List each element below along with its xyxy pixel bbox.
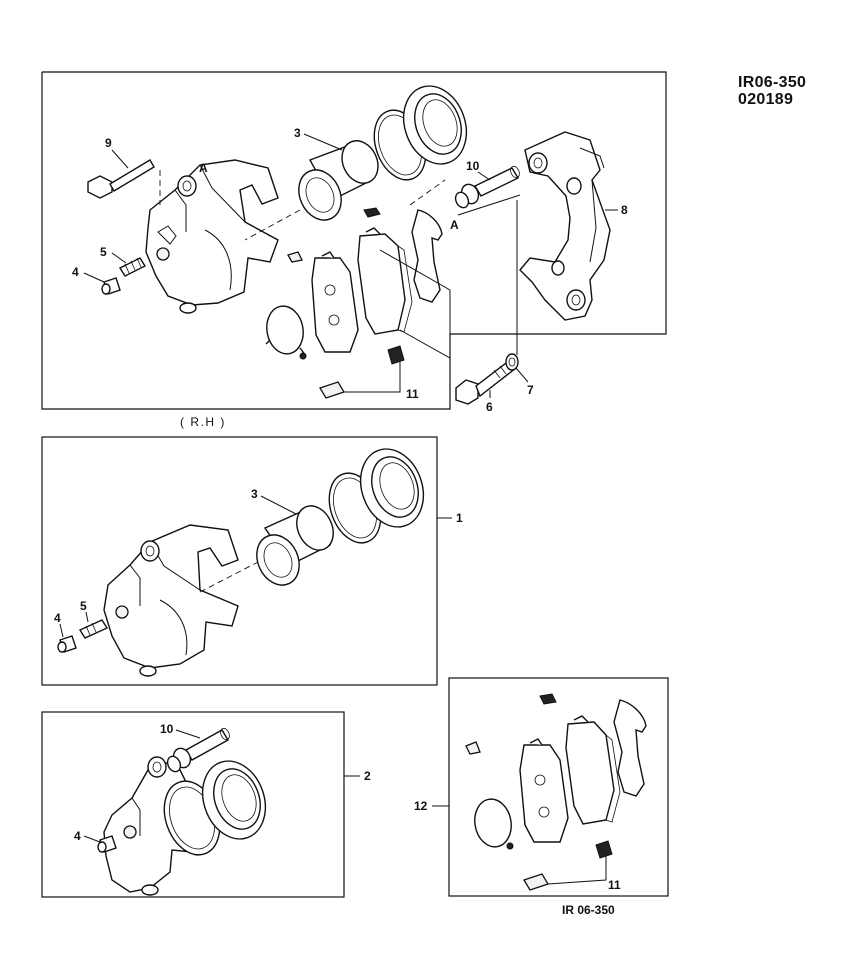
- panel-frame-bottom-right: [448, 677, 669, 897]
- panel-frame-middle: [41, 436, 438, 686]
- callout-5-middle: 5: [80, 599, 87, 613]
- callout-12: 12: [414, 799, 428, 813]
- brake-pad-inner-kit: [565, 715, 621, 825]
- washer-7: [505, 353, 519, 371]
- callout-3-middle: 3: [251, 487, 258, 501]
- bleeder-screw-5: [118, 257, 147, 277]
- anti-squeal-shim-kit: [613, 699, 647, 797]
- pad-spring-11b: [319, 381, 345, 399]
- piston-3-top: [244, 140, 379, 241]
- callout-7: 7: [527, 383, 534, 397]
- callout-8: 8: [621, 203, 628, 217]
- guide-pin-10-top: [454, 165, 520, 209]
- callout-4-middle: 4: [54, 611, 61, 625]
- wear-indicator-plate-kit: [474, 798, 514, 850]
- callout-4: 4: [72, 265, 79, 279]
- mark-a-caliper: A: [199, 161, 208, 175]
- brake-pad-outer-kit: [519, 738, 569, 843]
- panel-caliper-assembly-1: 1 3: [41, 436, 463, 686]
- caliper-body-middle: [103, 524, 239, 677]
- panel-frame-bottom-left: [41, 711, 345, 898]
- caption-rh: ( R.H ): [180, 415, 226, 429]
- pad-spring-11a: [387, 345, 405, 365]
- callout-11-bottom: 11: [608, 878, 621, 892]
- brake-pad-outer-top: [311, 251, 359, 353]
- anti-squeal-shim-top: [411, 209, 443, 303]
- wear-indicator-plate-top: [265, 305, 307, 360]
- reference-code: IR06-350: [738, 74, 807, 91]
- callout-11-top: 11: [406, 387, 419, 401]
- bleeder-cap-4-bottom: [97, 835, 117, 853]
- panel-rh-caliper-assembly: 9 5 4 A 3: [41, 71, 667, 429]
- pad-clip-lower: [287, 251, 303, 263]
- pad-clip-kit-lower: [465, 741, 481, 755]
- callout-10-bottom: 10: [160, 722, 174, 736]
- reference-date-code: 020189: [738, 91, 794, 108]
- dust-boot-top: [402, 85, 468, 165]
- guide-pin-10-bottom: [166, 727, 230, 773]
- bleeder-cap-4: [101, 277, 121, 295]
- caliper-support-bracket-8: [519, 131, 611, 321]
- pad-clip-kit-upper: [539, 693, 557, 705]
- mounting-bolt-6: [455, 359, 517, 405]
- callout-2: 2: [364, 769, 371, 783]
- callout-9: 9: [105, 136, 112, 150]
- brake-pad-inner-top: [357, 227, 413, 335]
- footer-code: IR 06-350: [562, 903, 615, 917]
- caliper-body-top: [145, 159, 279, 314]
- piston-3-middle: [256, 505, 334, 586]
- callout-3-top: 3: [294, 126, 301, 140]
- bleeder-screw-5-middle: [78, 619, 109, 639]
- pad-clip-upper: [363, 207, 381, 218]
- panel-caliper-assembly-2: 2 10 4: [41, 711, 371, 898]
- callout-10-top: 10: [466, 159, 480, 173]
- panel-brake-pad-kit-12: 12 11 IR 06-350: [414, 677, 669, 917]
- pad-spring-kit-11a: [595, 840, 613, 859]
- pad-spring-kit-11b: [523, 873, 549, 891]
- mark-a-bracket: A: [450, 218, 459, 232]
- bleeder-cap-4-middle: [57, 635, 77, 653]
- callout-6: 6: [486, 400, 493, 414]
- dust-boot-middle: [359, 448, 425, 528]
- callout-5: 5: [100, 245, 107, 259]
- callout-4-bottom: 4: [74, 829, 81, 843]
- guide-bolt-9: [87, 159, 161, 205]
- callout-1: 1: [456, 511, 463, 525]
- dust-boot-bottom: [201, 760, 267, 840]
